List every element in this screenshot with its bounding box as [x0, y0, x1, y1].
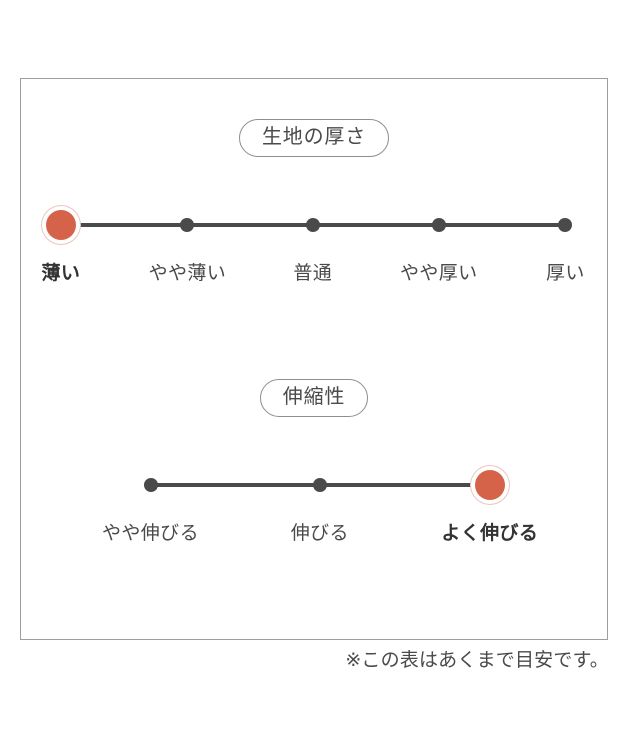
scale-dot-icon — [312, 478, 327, 492]
thickness-label-3: 普通 — [293, 263, 333, 284]
stretch-scale-labels: やや伸びる 伸びる よく伸びる — [21, 523, 607, 549]
stretch-title-row: 伸縮性 — [21, 379, 607, 417]
stretch-scale — [21, 465, 607, 505]
scale-dot-icon — [558, 218, 573, 232]
footer-disclaimer-note: ※この表はあくまで目安です。 — [345, 650, 609, 671]
thickness-label-5: 厚い — [546, 263, 585, 284]
scale-dot-icon — [180, 218, 195, 232]
scale-dot-icon — [305, 218, 320, 232]
thickness-label-2: やや薄い — [148, 263, 227, 284]
thickness-label-4: やや厚い — [400, 263, 478, 284]
stretch-title-pill: 伸縮性 — [259, 379, 369, 417]
section-thickness: 生地の厚さ — [21, 119, 607, 289]
thickness-label-1: 薄い — [41, 263, 81, 284]
scale-dot-icon — [431, 218, 446, 232]
stretch-label-1: やや伸びる — [102, 523, 199, 544]
thickness-scale — [21, 205, 607, 245]
thickness-scale-labels: 薄い やや薄い 普通 やや厚い 厚い — [21, 263, 607, 289]
scale-dot-icon — [143, 478, 158, 492]
thickness-title-pill: 生地の厚さ — [239, 119, 389, 157]
stretch-label-2: 伸びる — [290, 523, 349, 544]
stretch-label-3: よく伸びる — [441, 523, 539, 544]
selected-marker-icon — [45, 210, 76, 240]
section-stretch: 伸縮性 やや伸びる 伸びる よく伸びる — [21, 379, 607, 549]
thickness-title-row: 生地の厚さ — [21, 119, 607, 157]
spec-card: 生地の厚さ — [20, 78, 608, 640]
selected-marker-icon — [474, 470, 505, 500]
